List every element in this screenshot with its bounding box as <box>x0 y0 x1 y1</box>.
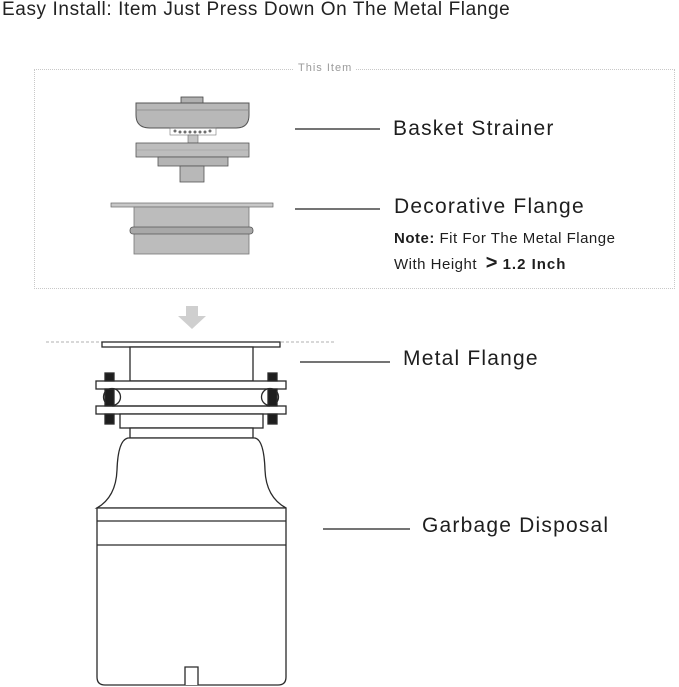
decorative-flange-illustration <box>110 202 274 255</box>
greater-than-symbol: > <box>485 252 498 274</box>
down-arrow-icon <box>178 306 206 329</box>
garbage-disposal-label: Garbage Disposal <box>422 514 610 537</box>
this-item-label: This Item <box>294 62 357 74</box>
note-block: Note: Fit For The Metal Flange With Heig… <box>394 227 615 277</box>
note-height-value: 1.2 Inch <box>502 256 567 273</box>
garbage-disposal-illustration <box>46 341 334 686</box>
headline: Easy Install: Item Just Press Down On Th… <box>2 0 511 20</box>
basket-strainer-label: Basket Strainer <box>393 117 555 140</box>
note-height-text: With Height <box>394 256 478 273</box>
basket-strainer-illustration <box>135 96 250 183</box>
metal-flange-label: Metal Flange <box>403 347 539 370</box>
note-text: Fit For The Metal Flange <box>439 230 616 247</box>
note-line-1: Note: Fit For The Metal Flange <box>394 227 615 251</box>
note-label: Note: <box>394 230 435 247</box>
note-line-2: With Height > 1.2 Inch <box>394 251 615 277</box>
decorative-flange-label: Decorative Flange <box>394 195 585 218</box>
